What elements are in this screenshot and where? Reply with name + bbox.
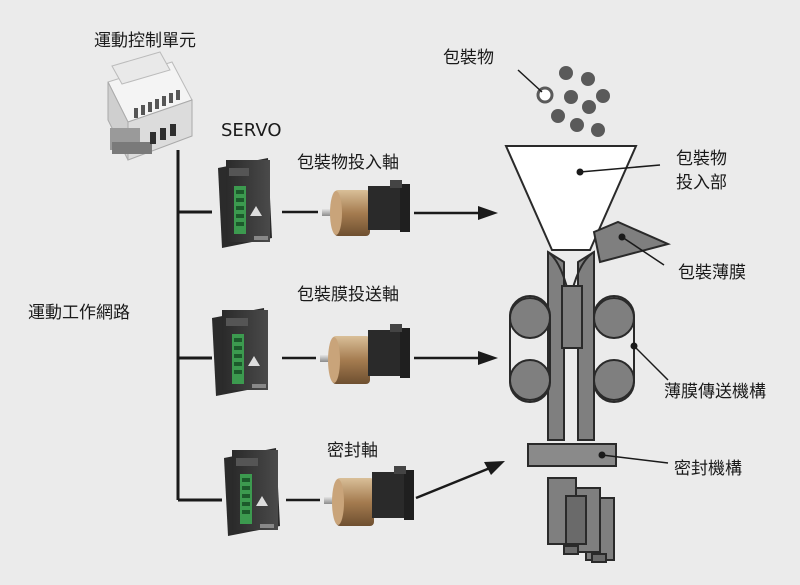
- axis-seal-label: 密封軸: [327, 441, 378, 461]
- servo-motor-1-icon: [322, 180, 410, 236]
- network-label: 運動工作網路: [28, 303, 130, 323]
- film-transport-label: 薄膜傳送機構: [664, 382, 766, 402]
- forming-tube: [547, 250, 595, 441]
- servo-drive-1-icon: [218, 158, 272, 248]
- network-bus: [176, 150, 222, 502]
- product-particles: [536, 66, 610, 137]
- controller-unit-icon: [107, 51, 193, 161]
- hopper-funnel: [504, 145, 638, 251]
- seal-mechanism-label: 密封機構: [674, 459, 742, 479]
- servo-motor-2-icon: [320, 324, 410, 384]
- axis-product-feed-label: 包裝物投入軸: [297, 153, 399, 173]
- controller-label: 運動控制單元: [94, 31, 196, 51]
- product-label: 包裝物: [443, 48, 494, 68]
- hopper-label-line1: 包裝物: [676, 149, 727, 169]
- film-label: 包裝薄膜: [678, 263, 746, 283]
- servo-motor-3-icon: [324, 466, 414, 526]
- servo-drive-2-icon: [212, 308, 268, 396]
- film-input-plate: [592, 220, 672, 264]
- servo-drive-3-icon: [224, 448, 280, 536]
- hopper-label-line2: 投入部: [676, 173, 727, 193]
- servo-label: SERVO: [221, 120, 282, 141]
- film-transport-rollers: [509, 295, 635, 403]
- axis-film-feed-label: 包裝膜投送軸: [297, 285, 399, 305]
- sealed-packages: [547, 477, 615, 563]
- seal-bar: [527, 443, 617, 467]
